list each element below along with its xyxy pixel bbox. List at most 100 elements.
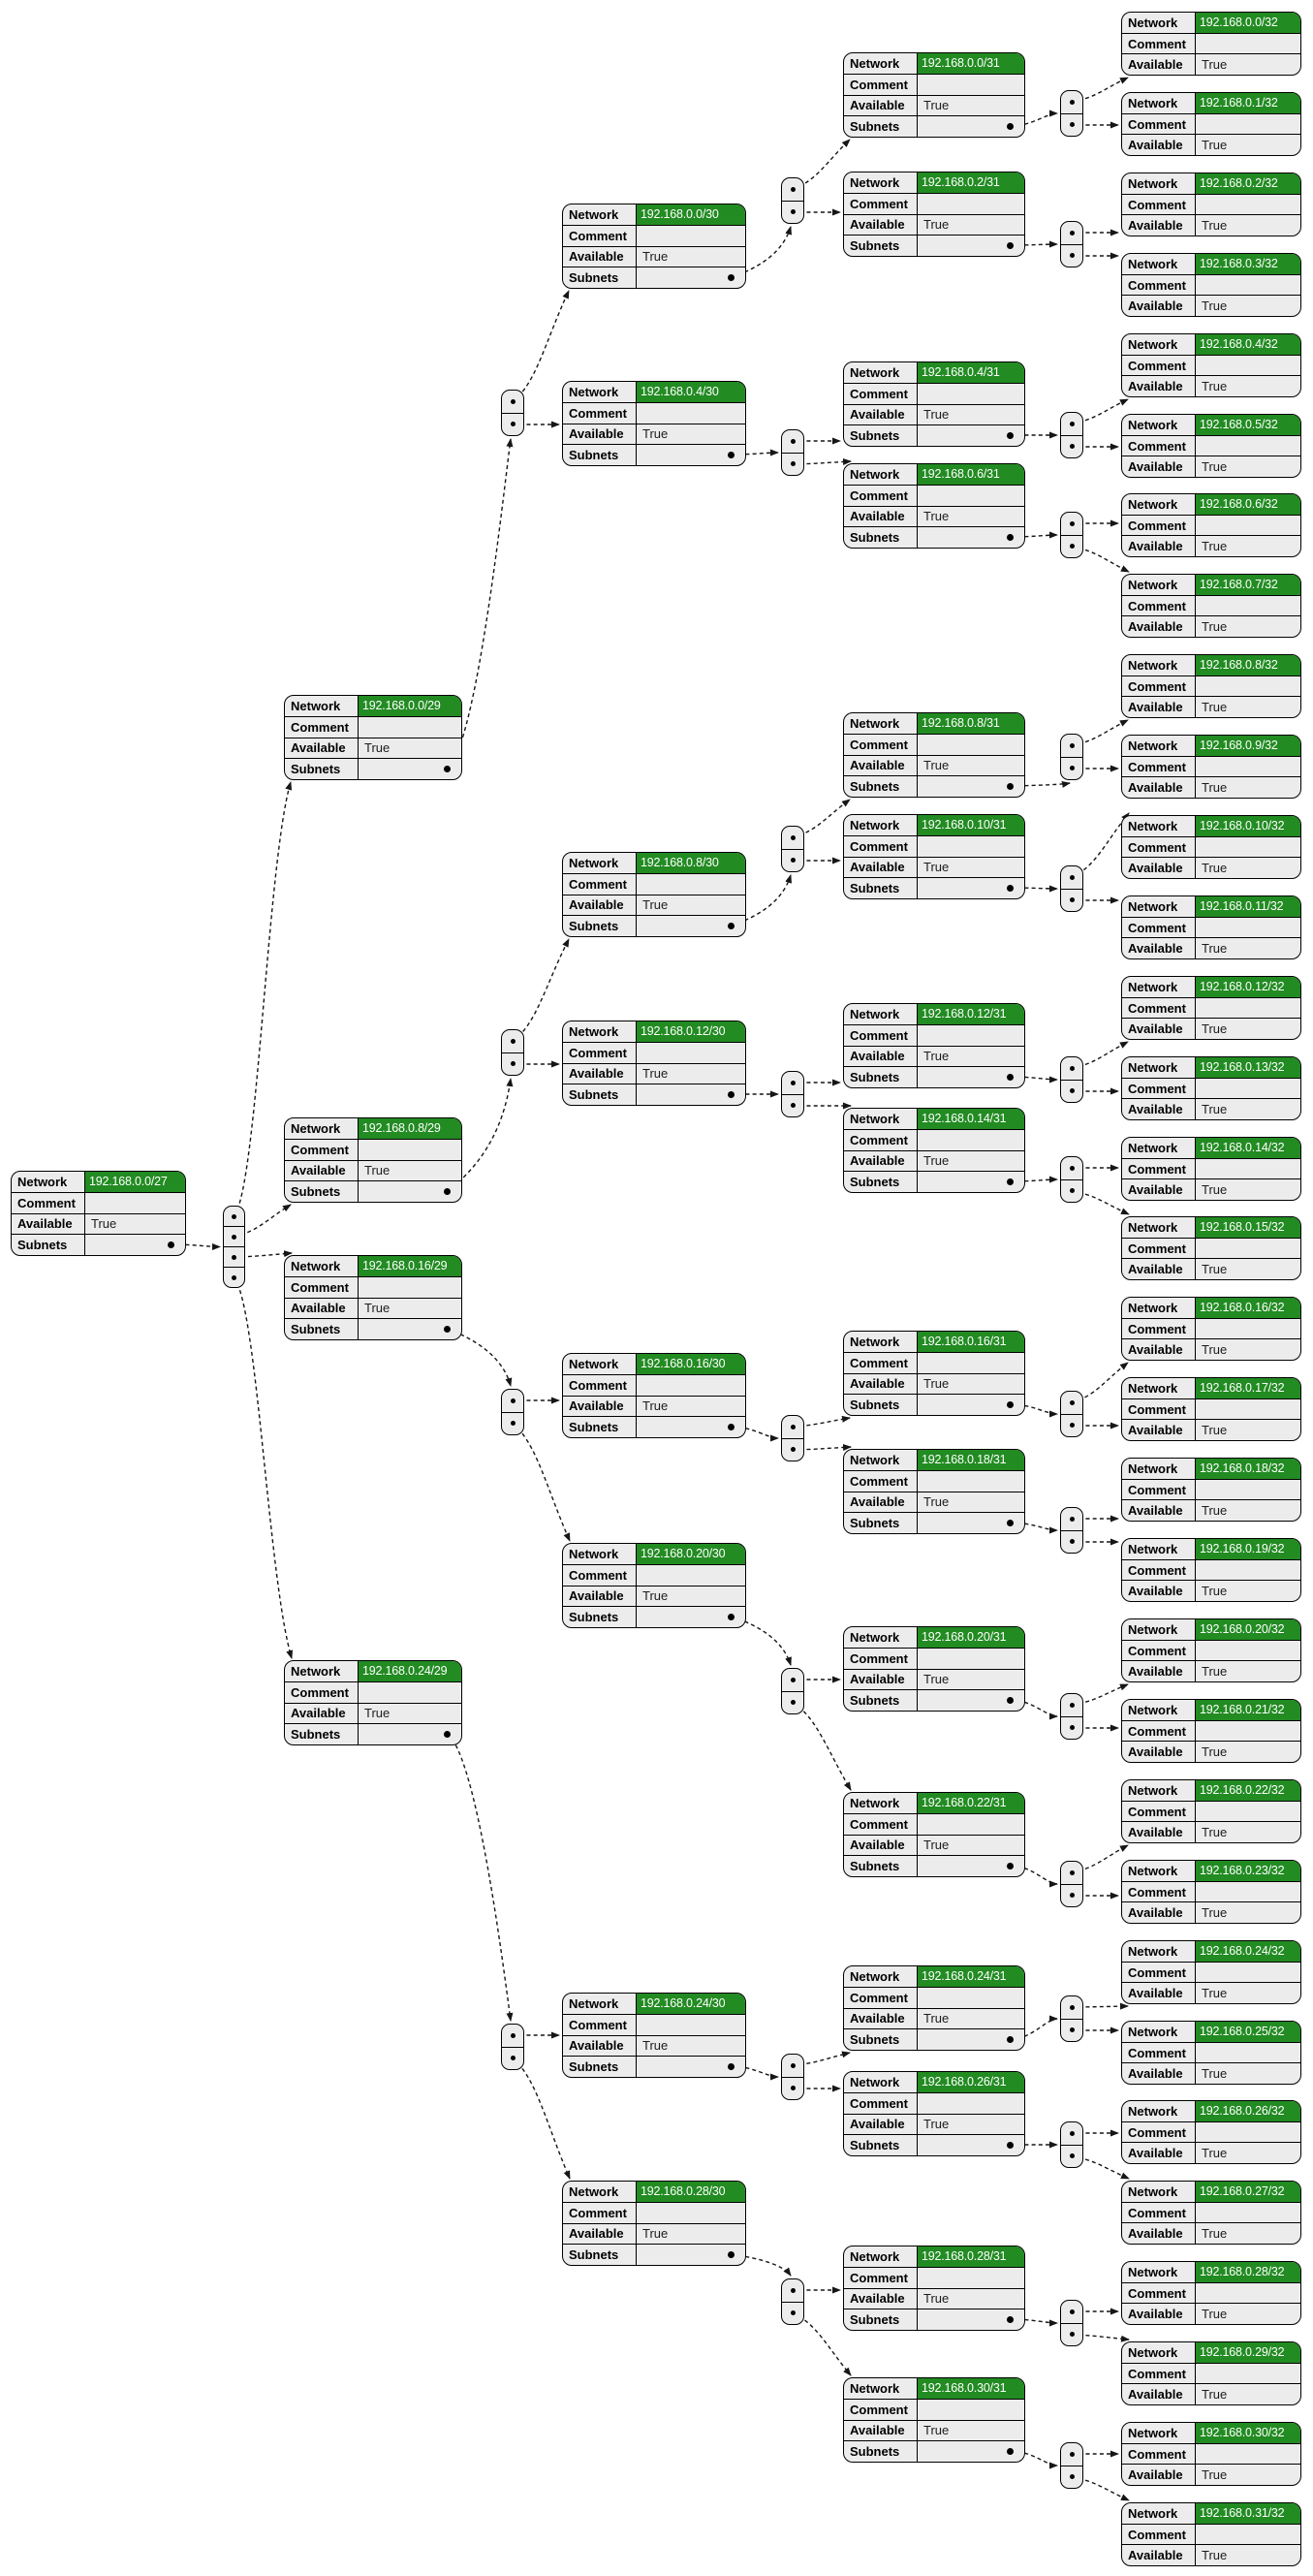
field-label: Network: [563, 204, 637, 225]
comment-value: [1196, 596, 1300, 616]
subnets-value: [637, 2245, 745, 2265]
port-cell: [1061, 91, 1082, 113]
network-value: 192.168.0.11/32: [1196, 896, 1300, 917]
node-row: Comment: [1122, 112, 1300, 135]
network-value: 192.168.0.13/32: [1196, 1057, 1300, 1078]
port-dot-icon: [1069, 1725, 1075, 1731]
network-value: 192.168.0.8/32: [1196, 655, 1300, 675]
port-hub: [781, 826, 804, 872]
field-label: Available: [1122, 1983, 1196, 2003]
port-dot-icon: [232, 1213, 236, 1219]
available-value: True: [923, 2011, 950, 2026]
port-dot-icon: [1069, 2153, 1075, 2159]
network-value: 192.168.0.0/27: [85, 1172, 185, 1192]
available-value: True: [1202, 780, 1228, 796]
subnets-port-dot: [1007, 1520, 1014, 1527]
available-value: True: [923, 1494, 950, 1510]
field-label: Available: [1122, 2384, 1196, 2404]
port-dot-icon: [232, 1234, 236, 1240]
comment-value: [1196, 2283, 1300, 2304]
field-label: Subnets: [563, 1607, 637, 1627]
field-label: Comment: [1122, 1238, 1196, 1259]
node-row: Comment: [844, 484, 1024, 506]
field-label: Available: [844, 2008, 918, 2029]
comment-value: [1196, 1159, 1300, 1179]
subnets-value: [918, 878, 1024, 898]
comment-value: [1196, 998, 1300, 1019]
field-label: Network: [1122, 1941, 1196, 1962]
port-hub: [1060, 734, 1083, 780]
field-label: Available: [1122, 1500, 1196, 1521]
port-cell: [1061, 735, 1082, 757]
field-label: Comment: [844, 2267, 918, 2288]
subnets-value: [637, 267, 745, 288]
field-label: Available: [1122, 135, 1196, 155]
port-dot-icon: [1069, 1065, 1075, 1071]
available-value: True: [923, 1838, 950, 1853]
port-cell: [782, 1690, 803, 1714]
node-row: Subnets: [563, 1084, 745, 1105]
subnets-port-dot: [1007, 2448, 1014, 2456]
field-label: Network: [844, 1109, 918, 1129]
port-cell: [1061, 1392, 1082, 1414]
network-value: 192.168.0.12/31: [918, 1004, 1024, 1024]
comment-value: [1196, 918, 1300, 938]
port-dot-icon: [1069, 742, 1075, 748]
field-label: Comment: [1122, 2202, 1196, 2223]
available-value: True: [923, 1376, 950, 1392]
comment-value: [1196, 1079, 1300, 1099]
subnets-value: [918, 1856, 1024, 1876]
node-row: Comment: [1122, 2201, 1300, 2223]
available-value: True: [1202, 1021, 1228, 1037]
node-row: Comment: [844, 1023, 1024, 1046]
comment-value: [918, 2093, 1024, 2114]
available-value: True: [923, 98, 950, 113]
available-value: True: [1202, 2146, 1228, 2161]
field-label: Network: [1122, 173, 1196, 194]
port-cell: [502, 1052, 523, 1076]
field-label: Comment: [285, 716, 359, 738]
node-row: Comment: [1122, 675, 1300, 697]
available-value: True: [1202, 2307, 1228, 2322]
port-dot-icon: [790, 858, 796, 864]
network-value: 192.168.0.14/32: [1196, 1138, 1300, 1158]
field-label: Available: [285, 1703, 359, 1724]
field-label: Network: [563, 1994, 637, 2014]
node-row: Comment: [1122, 2041, 1300, 2063]
field-label: Subnets: [844, 527, 918, 548]
field-label: Network: [563, 1021, 637, 1042]
field-label: Comment: [1122, 33, 1196, 54]
comment-value: [1196, 195, 1300, 215]
port-dot-icon: [1069, 520, 1075, 526]
field-label: Comment: [844, 1470, 918, 1492]
subnets-value: [918, 2029, 1024, 2050]
field-label: Available: [844, 404, 918, 425]
port-cell: [782, 2301, 803, 2325]
field-label: Comment: [1122, 2042, 1196, 2063]
